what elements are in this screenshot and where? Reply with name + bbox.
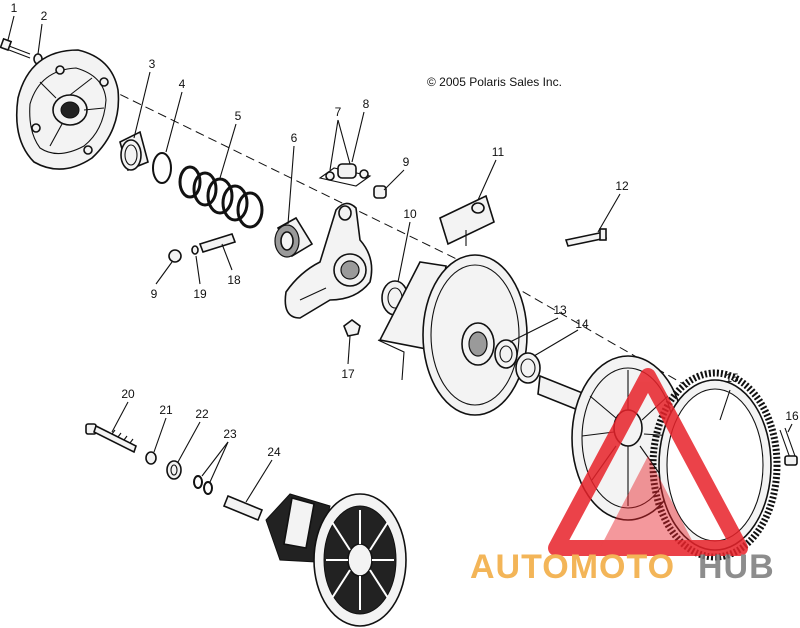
part-4-snap-ring xyxy=(152,152,172,184)
part-20-bolt xyxy=(85,423,137,454)
part-18-pin xyxy=(198,233,237,253)
callout-10: 10 xyxy=(403,207,417,221)
part-cover-plate xyxy=(15,49,120,170)
part-22-bushing xyxy=(166,460,182,480)
part-1-bolt xyxy=(0,37,31,59)
callout-12: 12 xyxy=(615,179,629,193)
callout-15: 15 xyxy=(725,371,739,385)
watermark-text-hub: HUB xyxy=(698,548,775,586)
part-16-bolt xyxy=(779,427,798,466)
part-9-button-lower xyxy=(168,249,182,263)
part-13-bushing xyxy=(494,339,518,369)
callout-18: 18 xyxy=(227,273,241,287)
leader-lines xyxy=(7,15,793,503)
part-12-pin xyxy=(564,228,608,247)
watermark-triangle-outer xyxy=(548,368,748,556)
part-23-o-rings xyxy=(193,475,213,495)
callout-21: 21 xyxy=(159,403,173,417)
watermark-text-automoto: AUTOMOTO xyxy=(470,548,675,586)
callout-11: 11 xyxy=(492,145,505,159)
part-19-o-ring xyxy=(191,245,199,255)
callout-5: 5 xyxy=(235,109,242,123)
part-moveable-sheave xyxy=(377,254,528,416)
callout-7: 7 xyxy=(335,105,342,119)
callout-22: 22 xyxy=(195,407,209,421)
callout-9-lower: 9 xyxy=(151,287,158,301)
automotohub-watermark-logo: AUTOMOTO HUB xyxy=(470,368,775,586)
callout-4: 4 xyxy=(179,77,186,91)
callout-16: 16 xyxy=(785,409,799,423)
callout-23: 23 xyxy=(223,427,237,441)
callout-19: 19 xyxy=(193,287,207,301)
part-21-washer xyxy=(145,451,157,465)
part-24-pin xyxy=(222,494,264,522)
part-14-washer xyxy=(515,352,541,384)
part-17-nut xyxy=(343,319,361,337)
axis-line xyxy=(69,69,721,406)
callout-13: 13 xyxy=(553,303,567,317)
callout-6: 6 xyxy=(291,131,298,145)
part-5-spring xyxy=(178,165,264,229)
part-spider-arm xyxy=(284,202,373,319)
callout-24: 24 xyxy=(267,445,281,459)
part-15-ring-gear xyxy=(649,369,781,561)
callout-1: 1 xyxy=(11,1,18,15)
callout-20: 20 xyxy=(121,387,135,401)
part-driven-clutch xyxy=(265,493,407,627)
callout-8: 8 xyxy=(363,97,370,111)
part-9-button-upper xyxy=(373,185,387,199)
callout-14: 14 xyxy=(575,317,589,331)
watermark-triangle-inner xyxy=(600,456,696,548)
callout-3: 3 xyxy=(149,57,156,71)
part-6-bearing xyxy=(274,216,314,258)
part-11-weight xyxy=(439,194,495,246)
callout-17: 17 xyxy=(341,367,355,381)
callout-2: 2 xyxy=(41,9,48,23)
part-7-8-roller xyxy=(318,163,372,187)
copyright-notice: © 2005 Polaris Sales Inc. xyxy=(427,75,562,89)
part-3-bushing xyxy=(119,130,149,172)
callout-9-upper: 9 xyxy=(403,155,410,169)
